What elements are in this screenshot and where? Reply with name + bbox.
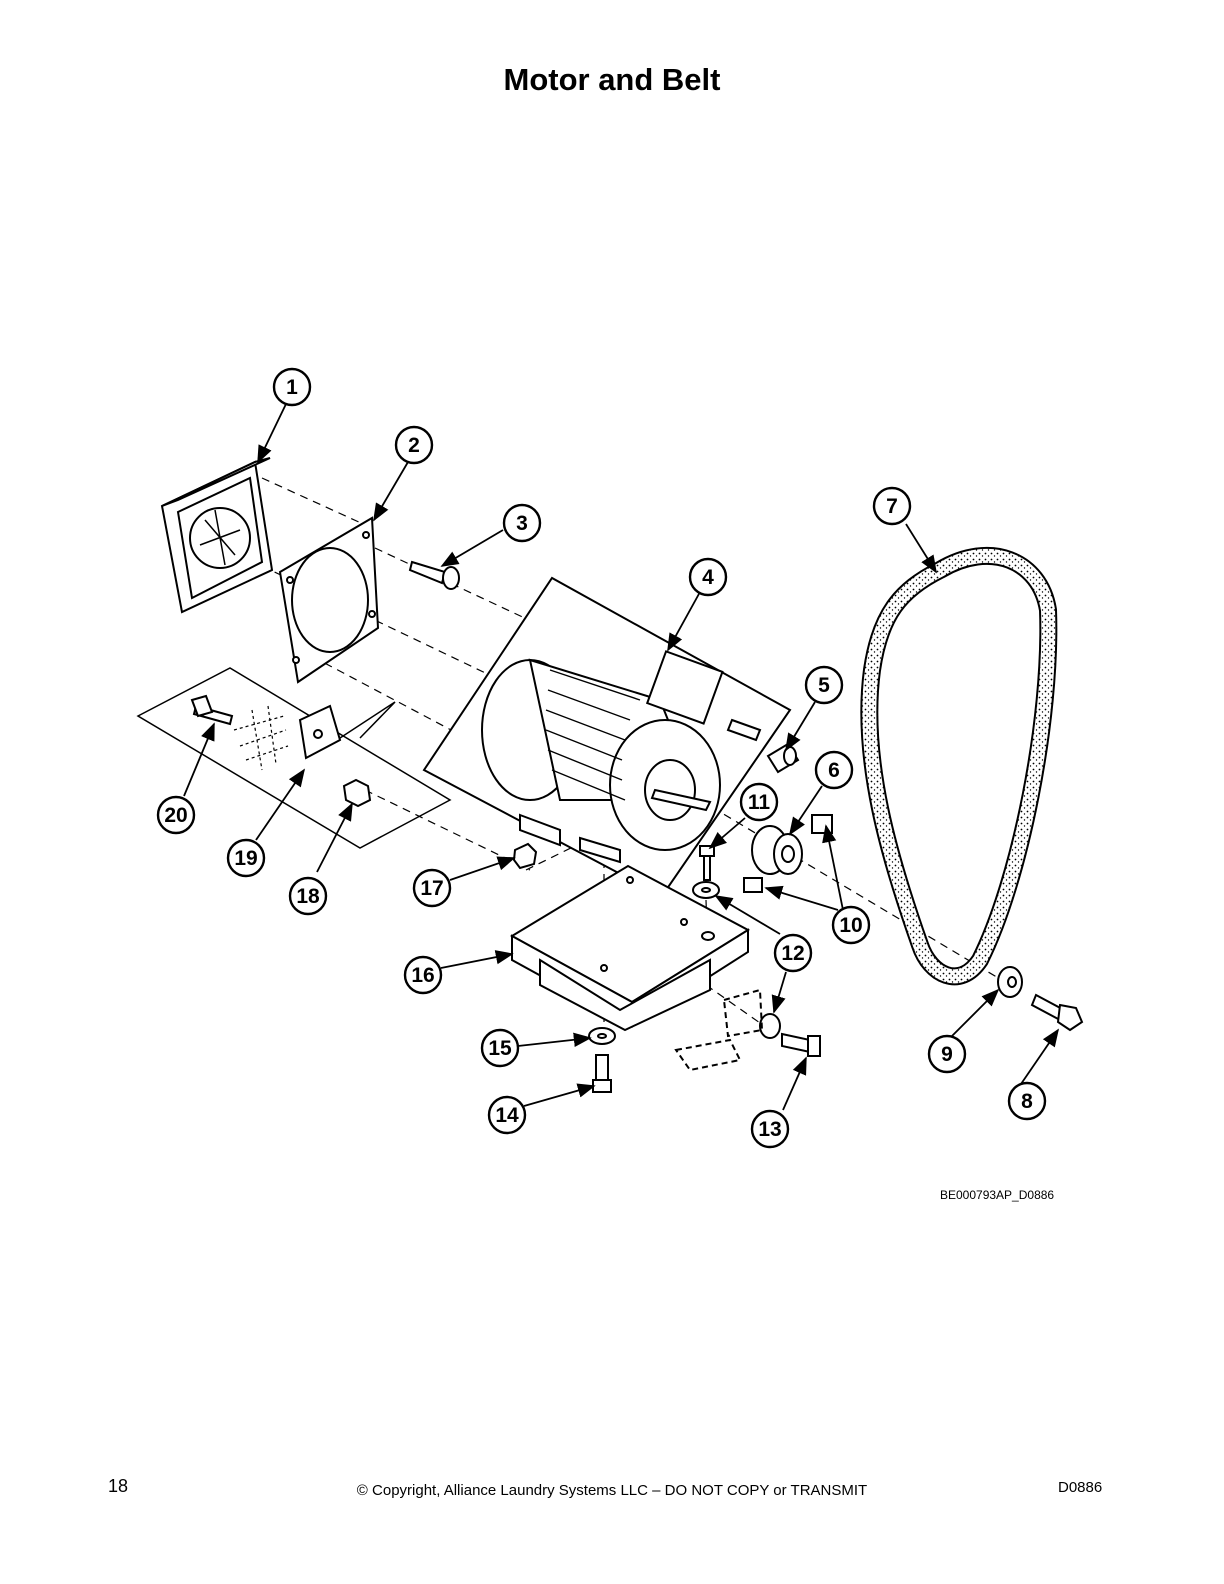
svg-text:11: 11 (748, 791, 771, 814)
svg-text:8: 8 (1021, 1090, 1033, 1113)
callout-2: 2 (394, 425, 434, 465)
bushing-part (766, 742, 800, 774)
inset-detail (136, 667, 452, 849)
svg-text:19: 19 (234, 847, 257, 870)
base-bracket-part (509, 864, 751, 1032)
callout-15: 15 (480, 1028, 520, 1068)
callout-18: 18 (288, 876, 328, 916)
svg-text:2: 2 (408, 434, 420, 457)
belt-part (860, 546, 1058, 986)
callout-3: 3 (502, 503, 542, 543)
leader-lines (183, 403, 1060, 1111)
pulley-part (743, 814, 833, 893)
callout-14: 14 (487, 1095, 527, 1135)
bolt-washer-part (674, 845, 821, 1072)
nut-part (512, 842, 538, 870)
callout-6: 6 (814, 750, 854, 790)
gasket-plate-part (278, 516, 380, 684)
callout-17: 17 (412, 868, 452, 908)
svg-text:12: 12 (781, 942, 804, 965)
svg-text:9: 9 (941, 1043, 953, 1066)
callout-12: 12 (773, 933, 813, 973)
callout-9: 9 (927, 1034, 967, 1074)
screw-part (408, 560, 460, 590)
svg-text:13: 13 (758, 1118, 781, 1141)
svg-text:17: 17 (420, 877, 443, 900)
svg-text:7: 7 (886, 495, 898, 518)
svg-text:1: 1 (286, 376, 298, 399)
svg-text:16: 16 (411, 964, 434, 987)
callout-5: 5 (804, 665, 844, 705)
callout-19: 19 (226, 838, 266, 878)
motor-part (422, 576, 792, 898)
bolt-part (1030, 993, 1084, 1032)
callout-20: 20 (156, 795, 196, 835)
svg-text:18: 18 (296, 885, 320, 908)
svg-text:15: 15 (488, 1037, 512, 1060)
washer-part (997, 966, 1023, 998)
callout-16: 16 (403, 955, 443, 995)
page-number: 18 (108, 1476, 129, 1496)
lower-bolt-part (588, 1027, 616, 1093)
svg-text:10: 10 (839, 914, 862, 937)
callout-10: 10 (831, 905, 871, 945)
figure-id: BE000793AP_D0886 (940, 1188, 1055, 1202)
callouts: 1 2 3 4 5 6 7 8 9 10 11 12 13 14 15 16 1… (156, 367, 1047, 1149)
page-title: Motor and Belt (503, 62, 721, 97)
svg-text:5: 5 (818, 674, 830, 697)
callout-7: 7 (872, 486, 912, 526)
callout-13: 13 (750, 1109, 790, 1149)
fan-part (160, 457, 274, 614)
callout-1: 1 (272, 367, 312, 407)
callout-4: 4 (688, 557, 728, 597)
svg-text:20: 20 (164, 804, 187, 827)
svg-text:4: 4 (702, 566, 714, 589)
svg-text:14: 14 (495, 1104, 519, 1127)
copyright-notice: © Copyright, Alliance Laundry Systems LL… (356, 1482, 868, 1499)
document-code: D0886 (1058, 1479, 1103, 1496)
svg-text:6: 6 (828, 759, 840, 782)
svg-text:3: 3 (516, 512, 528, 535)
callout-11: 11 (739, 782, 779, 822)
callout-8: 8 (1007, 1081, 1047, 1121)
